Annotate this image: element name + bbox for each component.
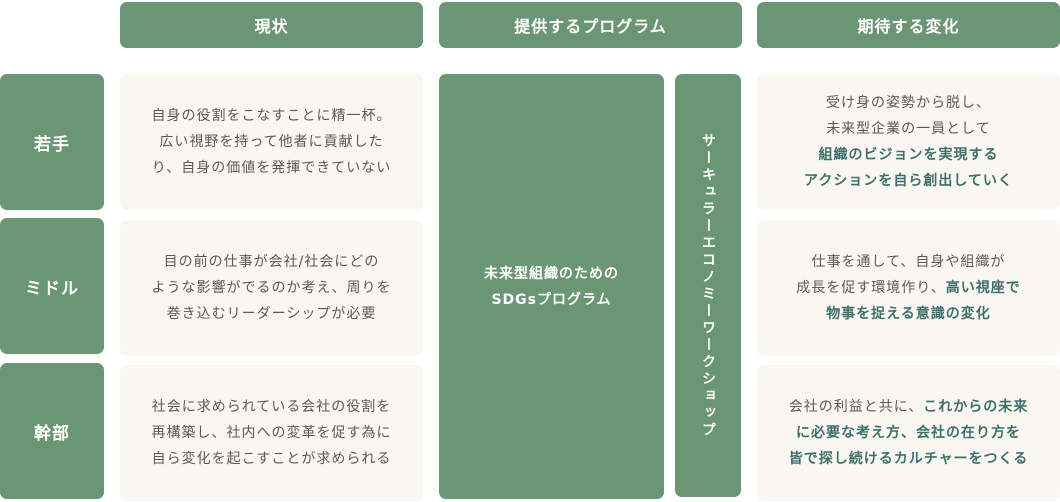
current-junior-line-2: 広い視野を持って他者に貢献した [159,134,384,150]
change-junior-line-1-text: 受け身の姿勢から脱し、 [825,95,991,111]
change-middle-line-2-text: 成長を促す環境作り、 [796,280,946,296]
change-middle-line-2-highlight: 高い視座で [945,280,1021,296]
change-junior-line-3-highlight: 組織のビジョンを実現する [818,147,999,163]
row-label-middle: ミドル [0,218,104,354]
change-middle-line-1-text: 仕事を通して、自身や組織が [811,254,1006,270]
change-middle-line-1: 仕事を通して、自身や組織が [796,249,1020,275]
current-cell-middle: 目の前の仕事が会社/社会にどの ような影響がでるのか考え、周りを 巻き込むリーダ… [120,220,423,356]
current-junior-line-3: り、自身の価値を発揮できていない [151,160,392,176]
current-middle-line-3: 巻き込むリーダーシップが必要 [166,306,377,322]
change-junior-line-2-text: 未来型企業の一員として [826,121,991,137]
current-middle-line-1: 目の前の仕事が会社/社会にどの [163,254,380,270]
program-line-2: SDGsプログラム [491,291,612,308]
change-executive-line-2-highlight: に必要な考え方、会社の在り方を [796,425,1021,441]
workshop-block: サーキュラーエコノミーワークショップ [675,74,741,497]
change-cell-executive: 会社の利益と共に、これからの未来 に必要な考え方、会社の在り方を 皆で探し続ける… [757,365,1060,501]
current-middle-line-2: ような影響がでるのか考え、周りを [151,280,392,296]
change-junior-line-4-highlight: アクションを自ら創出していく [804,173,1013,189]
change-junior-line-3: 組織のビジョンを実現する [804,142,1013,168]
change-cell-junior: 受け身の姿勢から脱し、 未来型企業の一員として 組織のビジョンを実現する アクシ… [757,74,1060,210]
header-current: 現状 [120,2,423,48]
change-junior-line-4: アクションを自ら創出していく [804,168,1013,194]
change-junior-line-1: 受け身の姿勢から脱し、 [804,90,1013,116]
current-cell-executive: 社会に求められている会社の役割を 再構築し、社内への変革を促す為に 自ら変化を起… [120,365,423,501]
row-label-junior: 若手 [0,74,104,210]
change-middle-line-3-highlight: 物事を捉える意識の変化 [826,306,991,322]
change-middle-line-2: 成長を促す環境作り、高い視座で [796,275,1020,301]
program-block: 未来型組織のための SDGsプログラム [439,74,664,499]
change-executive-line-1: 会社の利益と共に、これからの未来 [789,394,1029,420]
current-executive-line-2: 再構築し、社内への変革を促す為に [151,425,392,441]
row-label-executive: 幹部 [0,363,104,499]
change-executive-line-3-highlight: 皆で探し続けるカルチャーをつくる [788,451,1029,467]
change-cell-middle: 仕事を通して、自身や組織が 成長を促す環境作り、高い視座で 物事を捉える意識の変… [757,220,1060,356]
change-middle-line-3: 物事を捉える意識の変化 [796,301,1020,327]
current-junior-line-1: 自身の役割をこなすことに精一杯。 [151,108,392,124]
change-executive-line-1-text: 会社の利益と共に、 [788,399,924,415]
change-executive-line-1-highlight: これからの未来 [923,399,1029,415]
current-executive-line-1: 社会に求められている会社の役割を [151,399,392,415]
change-executive-line-3: 皆で探し続けるカルチャーをつくる [789,446,1029,472]
header-change: 期待する変化 [757,2,1060,48]
change-executive-line-2: に必要な考え方、会社の在り方を [789,420,1029,446]
header-program: 提供するプログラム [439,2,742,48]
workshop-label: サーキュラーエコノミーワークショップ [700,132,716,439]
current-cell-junior: 自身の役割をこなすことに精一杯。 広い視野を持って他者に貢献した り、自身の価値… [120,74,423,210]
program-line-1: 未来型組織のための [484,265,619,282]
current-executive-line-3: 自ら変化を起こすことが求められる [151,451,392,467]
change-junior-line-2: 未来型企業の一員として [804,116,1013,142]
